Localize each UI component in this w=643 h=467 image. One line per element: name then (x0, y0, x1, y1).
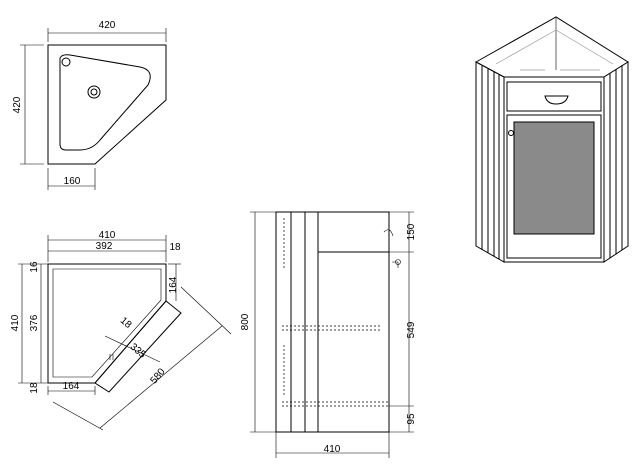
dim-side-width: 410 (324, 444, 341, 455)
basin-top-view: 420 420 160 (12, 20, 167, 190)
dim-line-diagonal (99, 325, 223, 429)
dim-diagonal-span: 580 (149, 366, 168, 386)
cabinet-plan-view: 410 392 18 16 410 376 18 164 164 580 18 (10, 230, 232, 431)
dim-cabinet-bottom-thickness: 18 (29, 382, 40, 394)
dim-cabinet-front-right: 164 (168, 276, 179, 293)
dim-cabinet-inner-depth: 376 (29, 314, 40, 331)
cabinet-side-view: 800 150 549 95 410 (240, 211, 417, 458)
door-knob-icon[interactable] (508, 130, 514, 136)
dim-door-height: 549 (406, 321, 417, 338)
dim-cabinet-width: 410 (99, 230, 116, 241)
dim-cabinet-depth: 410 (10, 314, 21, 331)
cabinet-3d-view (474, 16, 629, 263)
dim-basin-width: 420 (99, 20, 116, 31)
drawer-handle-icon[interactable] (544, 95, 569, 105)
dim-cabinet-top-thickness: 16 (29, 261, 40, 273)
basin-outline (47, 44, 167, 165)
cabinet-top (474, 16, 629, 78)
cabinet-inner-outline (52, 268, 162, 378)
dim-cabinet-front-left: 164 (63, 381, 80, 392)
trap-icon (392, 261, 399, 268)
dim-drawer-height: 150 (406, 223, 417, 240)
basin-bowl (59, 54, 151, 151)
tap-icon (383, 229, 394, 237)
dim-cabinet-side-thickness: 18 (169, 242, 181, 253)
dim-basin-front-offset: 160 (64, 176, 81, 187)
waste-outer-icon (87, 85, 101, 99)
dim-plinth-height: 95 (406, 413, 417, 425)
dim-door-width: 335 (128, 342, 148, 361)
tap-hole-icon (61, 57, 71, 67)
door-panel (513, 121, 595, 235)
cabinet-left-side (475, 61, 505, 263)
side-outline (275, 211, 390, 433)
waste-inner-icon (90, 88, 98, 96)
dim-cabinet-inner-width: 392 (96, 241, 113, 252)
cabinet-outline (47, 263, 167, 384)
cabinet-door (94, 300, 182, 393)
dim-door-thickness: 18 (118, 315, 134, 331)
dim-height: 800 (240, 313, 251, 330)
dim-basin-depth: 420 (12, 96, 23, 113)
